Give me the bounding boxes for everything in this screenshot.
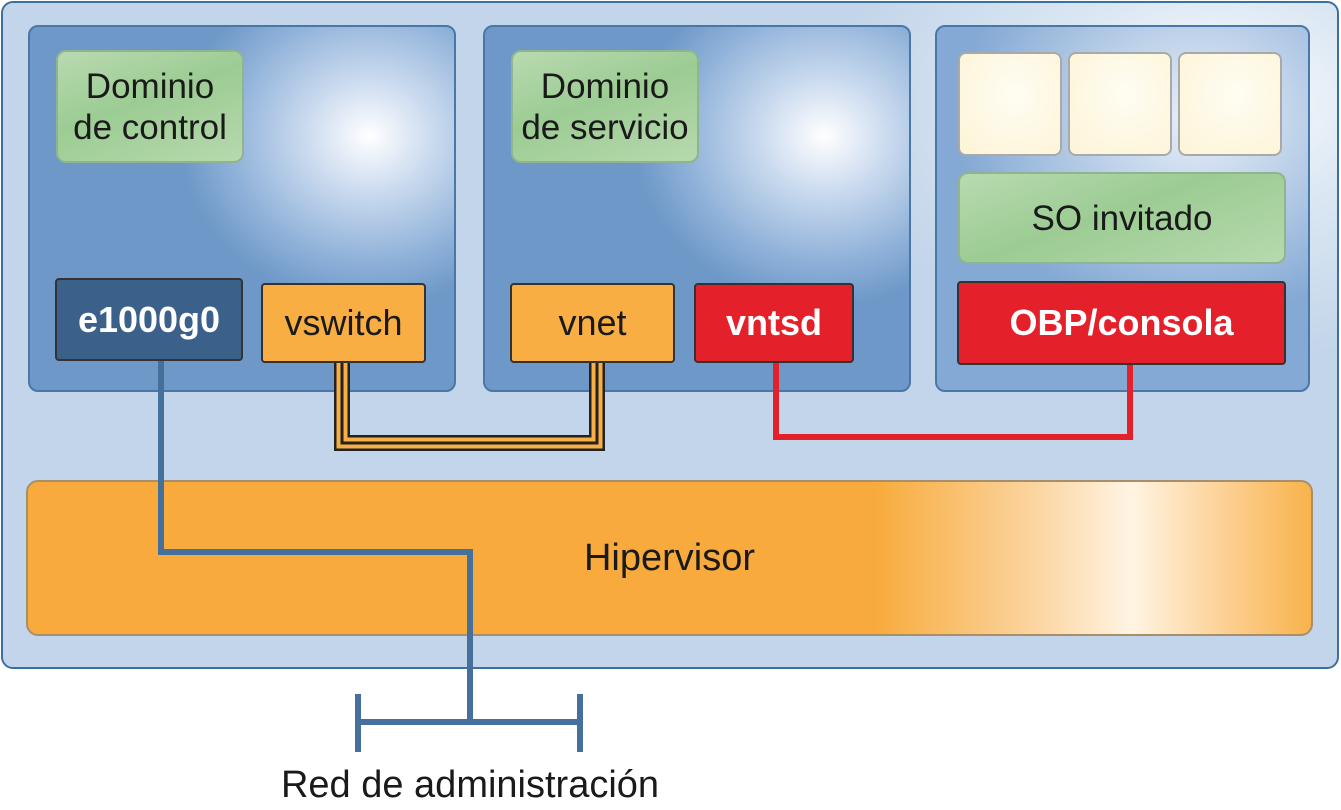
- guest-app-slot-2: [1068, 52, 1172, 156]
- hypervisor-bar: Hipervisor: [26, 480, 1313, 636]
- control-domain-label: Dominio de control: [56, 50, 244, 163]
- vswitch-vnet-link: [334, 363, 605, 451]
- guest-app-slot-3: [1178, 52, 1282, 156]
- obp-console-box: OBP/consola: [957, 281, 1286, 365]
- service-domain-label: Dominio de servicio: [511, 50, 699, 163]
- vswitch-vnet-link-fill: [336, 363, 603, 449]
- e1000g0-nic: e1000g0: [55, 278, 243, 361]
- guest-os-label: SO invitado: [958, 172, 1286, 264]
- vswitch-vnet-link-inner: [340, 363, 599, 445]
- vnet-box: vnet: [510, 283, 675, 363]
- guest-app-slot-1: [958, 52, 1062, 156]
- management-network-link: [158, 361, 473, 722]
- vswitch-box: vswitch: [261, 283, 426, 363]
- management-network-label: Red de administración: [280, 764, 660, 806]
- console-link: [773, 363, 1133, 440]
- vntsd-box: vntsd: [694, 283, 854, 363]
